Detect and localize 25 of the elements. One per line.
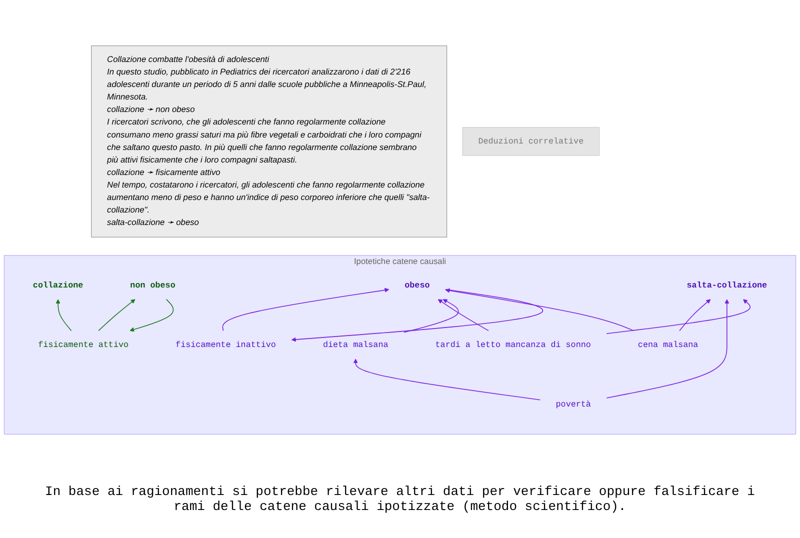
node-text: dieta malsana — [322, 340, 388, 350]
arrow — [130, 298, 174, 332]
arrow — [56, 299, 72, 332]
node-text: fisicamente attivo — [38, 340, 129, 350]
arrow — [291, 288, 544, 342]
arrow — [445, 288, 634, 332]
node-text: cena malsana — [638, 340, 698, 350]
caption: In base ai ragionamenti si potrebbe rilevare altri dati per verificare oppure falsificare i rami delle catene causali ipotizzate (metodo scientifico). — [44, 484, 756, 514]
node-text: obeso — [404, 280, 430, 290]
arrow — [98, 299, 136, 332]
node-text: non obeso — [130, 280, 176, 290]
arrow — [404, 299, 459, 333]
arrow — [606, 299, 730, 398]
arrow — [222, 288, 390, 332]
node-text: salta-collazione — [686, 280, 768, 290]
arrow — [438, 299, 489, 332]
node-text: povertà — [556, 400, 591, 410]
arrow — [606, 299, 751, 334]
node-text: tardi a letto mancanza di sonno — [435, 340, 591, 350]
node-text: collazione — [32, 280, 84, 290]
arrow — [353, 358, 540, 400]
node-box: Deduzioni correlative — [462, 127, 600, 156]
arrow — [679, 299, 711, 332]
node-box: Collazione combatte l'obesità di adolescenti In questo studio, pubblicato in Pediatrics dei ricercatori analizzarono i dati di 2'216 adolescenti durante un periodo di 5 anni dalle scuole pubbliche a Minneapolis-St.Paul, Minnesota. collazione ➛ non obeso I ricercatori scrivono, che gli adolescenti che fanno regolarmente collazione consumano meno grassi saturi ma più fibre vegetali e carboidrati che i loro compagni che saltano questo pasto. In più quelli che fanno regolarmente collazione sembrano più attivi fisicamente che i loro compagni saltapasti. collazione ➛ fisicamente attivo Nel tempo, costatarono i ricercatori, gli adolescenti che fanno regolarmente collazione aumentano meno di peso e hanno un'indice di peso corporeo inferiore che quelli "salta-collazione". salta-collazione ➛ obeso — [91, 46, 448, 238]
node-text: fisicamente inattivo — [176, 340, 276, 350]
